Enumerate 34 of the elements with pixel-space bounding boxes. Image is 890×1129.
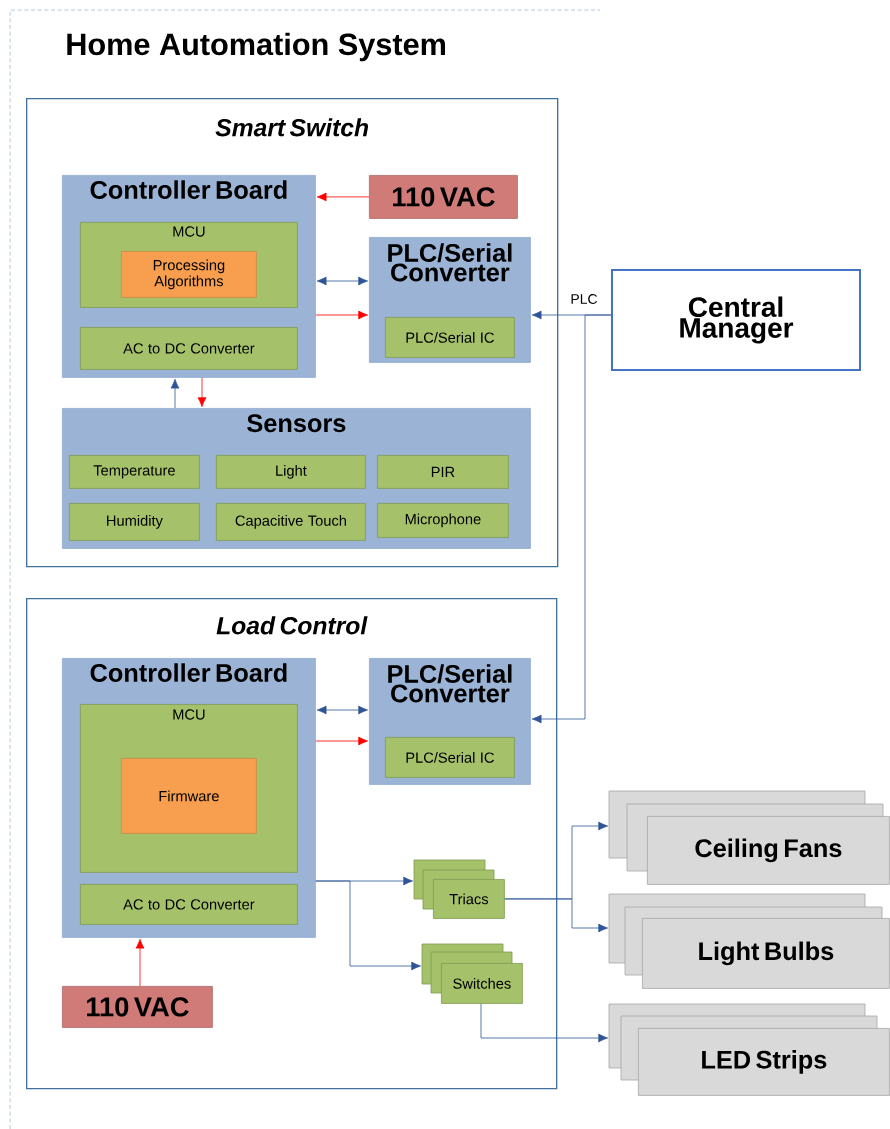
sensor-box: Microphone — [377, 503, 509, 538]
arrow — [170, 378, 180, 409]
sensor-box: Humidity — [69, 503, 200, 541]
arrow — [315, 736, 368, 746]
title: Home Automation System — [67, 32, 445, 62]
arrow — [135, 938, 145, 987]
arrow — [316, 705, 368, 715]
sensor-box: Capacitive Touch — [216, 503, 366, 541]
switch-stack: Triacs — [413, 859, 505, 919]
sensor-box: Light — [216, 455, 366, 489]
manager-box: Central Manager — [611, 269, 861, 371]
converter-box: AC to DC Converter — [80, 884, 298, 925]
arrow — [316, 276, 368, 286]
load-stack: Ceiling Fans — [608, 790, 890, 885]
edge-label: PLC — [569, 292, 599, 306]
arrow — [315, 310, 368, 320]
arrow — [531, 314, 612, 724]
sensor-box: Temperature — [69, 455, 200, 489]
chip-box: PLC/Serial IC — [385, 737, 515, 778]
power-source-box: 110 VAC — [62, 986, 213, 1028]
chip-box: PLC/Serial IC — [385, 317, 515, 358]
software-box: Processing Algorithms — [121, 251, 257, 298]
load-stack: LED Strips — [608, 1003, 890, 1096]
arrow — [480, 1003, 608, 1043]
arrow — [504, 898, 608, 933]
arrow — [315, 880, 421, 971]
load-stack: Light Bulbs — [608, 893, 890, 989]
sensor-box: PIR — [377, 455, 509, 489]
switch-stack: Switches — [421, 943, 523, 1004]
software-box: Firmware — [121, 758, 257, 834]
arrow — [316, 192, 370, 202]
converter-box: AC to DC Converter — [80, 327, 298, 370]
arrow — [197, 377, 207, 407]
power-source-box: 110 VAC — [369, 175, 518, 219]
